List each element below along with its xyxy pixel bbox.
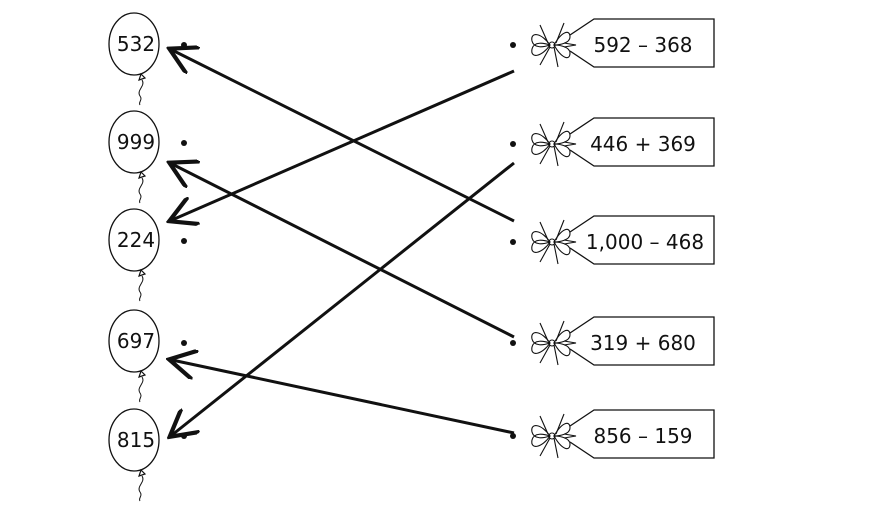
tag-2-outline <box>569 117 715 167</box>
balloon-1-value: 532 <box>117 32 155 56</box>
tag-5-expression: 856 – 159 <box>593 424 692 448</box>
tag-2-expression: 446 + 369 <box>590 132 696 156</box>
tag-3-outline <box>569 215 715 265</box>
arrow-tag-5-to-balloon-4 <box>172 360 515 435</box>
balloon-3: 224 <box>108 208 187 302</box>
tag-3-dot[interactable] <box>510 239 516 245</box>
tag-5-ribbon-icon <box>531 413 577 459</box>
balloon-5-value: 815 <box>117 428 155 452</box>
balloon-2-value: 999 <box>117 130 155 154</box>
tag-5-dot[interactable] <box>510 433 516 439</box>
balloon-1-dot[interactable] <box>181 42 187 48</box>
tag-4-expression: 319 + 680 <box>590 331 696 355</box>
tag-2-ribbon-icon <box>531 121 577 167</box>
tag-1: 592 – 368 <box>510 18 715 68</box>
balloon-3-dot[interactable] <box>181 238 187 244</box>
tag-5-outline <box>569 409 715 459</box>
tag-4-outline <box>569 316 715 366</box>
balloon-5-dot[interactable] <box>181 433 187 439</box>
balloon-column: 532 999 224 697 815 <box>108 12 187 502</box>
balloon-2-dot[interactable] <box>181 140 187 146</box>
arrow-layer <box>172 50 515 435</box>
tag-3: 1,000 – 468 <box>510 215 715 265</box>
tag-4-ribbon-icon <box>531 320 577 366</box>
tag-5: 856 – 159 <box>510 409 715 459</box>
balloon-3-value: 224 <box>117 228 155 252</box>
balloon-2: 999 <box>108 110 187 204</box>
balloon-5: 815 <box>108 408 187 502</box>
balloon-4-value: 697 <box>117 329 155 353</box>
tag-4-dot[interactable] <box>510 340 516 346</box>
balloon-1: 532 <box>108 12 187 106</box>
tag-2-dot[interactable] <box>510 141 516 147</box>
tag-1-expression: 592 – 368 <box>593 33 692 57</box>
arrow-tag-1-to-balloon-3 <box>172 69 515 220</box>
arrow-tag-2-to-balloon-5 <box>172 161 515 435</box>
tag-3-expression: 1,000 – 468 <box>586 230 704 254</box>
tag-2: 446 + 369 <box>510 117 715 167</box>
tag-1-outline <box>569 18 715 68</box>
tag-3-ribbon-icon <box>531 219 577 265</box>
balloon-4: 697 <box>108 309 187 403</box>
tag-column: 592 – 368 446 + 369 <box>510 18 715 459</box>
arrow-tag-3-to-balloon-1 <box>172 50 515 223</box>
tag-1-ribbon-icon <box>531 22 577 68</box>
tag-1-dot[interactable] <box>510 42 516 48</box>
tag-4: 319 + 680 <box>510 316 715 366</box>
arrow-tag-4-to-balloon-2 <box>172 164 515 339</box>
balloon-4-dot[interactable] <box>181 340 187 346</box>
